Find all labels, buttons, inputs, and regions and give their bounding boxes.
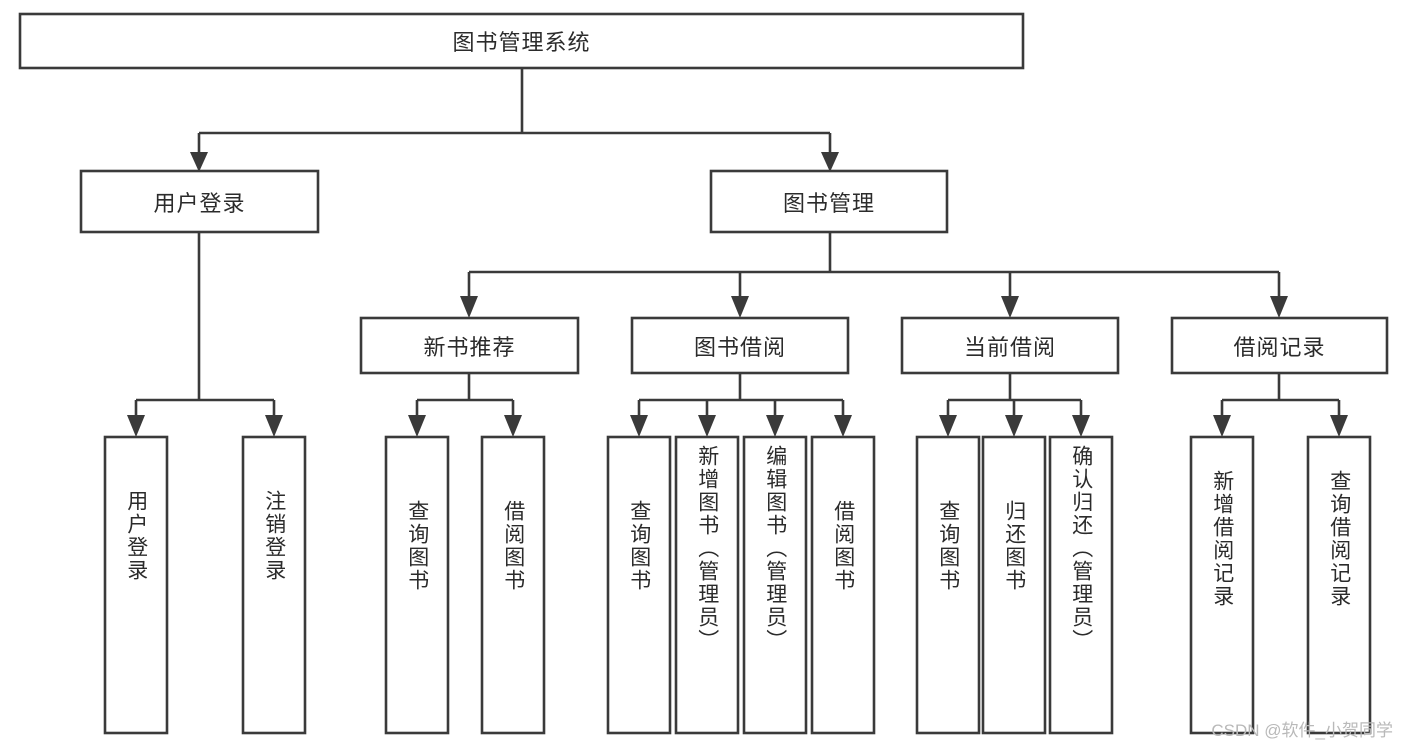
- node-leaf-query-record[interactable]: [1306, 435, 1372, 735]
- arrowhead-new-book-recommend: [460, 296, 478, 318]
- node-borrow-record[interactable]: [1170, 316, 1389, 375]
- node-leaf-query-book-2[interactable]: [606, 435, 672, 735]
- node-leaf-edit-book[interactable]: [742, 435, 808, 735]
- node-book-borrow[interactable]: [630, 316, 850, 375]
- node-book-management[interactable]: [709, 169, 949, 234]
- node-root-book-management-system[interactable]: [18, 12, 1025, 70]
- arrowhead-leaf-add-record: [1213, 415, 1231, 437]
- arrowhead-leaf-query-record: [1330, 415, 1348, 437]
- arrowhead-leaf-user-login: [127, 415, 145, 437]
- node-leaf-confirm-return[interactable]: [1048, 435, 1114, 735]
- node-leaf-return-book[interactable]: [981, 435, 1047, 735]
- node-new-book-recommend[interactable]: [359, 316, 580, 375]
- node-leaf-add-book[interactable]: [674, 435, 740, 735]
- arrowhead-user-login: [190, 152, 208, 172]
- arrowhead-leaf-borrow-book-2: [834, 415, 852, 437]
- arrowhead-borrow-record: [1270, 296, 1288, 318]
- arrowhead-leaf-return-book: [1005, 415, 1023, 437]
- node-leaf-user-login[interactable]: [103, 435, 169, 735]
- arrowhead-leaf-query-book-1: [408, 415, 426, 437]
- node-leaf-query-book-1[interactable]: [384, 435, 450, 735]
- node-current-borrow[interactable]: [900, 316, 1120, 375]
- arrowhead-leaf-user-logout: [265, 415, 283, 437]
- arrowhead-book-management: [821, 152, 839, 172]
- arrowhead-leaf-confirm-return: [1072, 415, 1090, 437]
- node-leaf-user-logout[interactable]: [241, 435, 307, 735]
- node-leaf-borrow-book-1[interactable]: [480, 435, 546, 735]
- arrowhead-current-borrow: [1001, 296, 1019, 318]
- arrowhead-leaf-add-book: [698, 415, 716, 437]
- arrowhead-book-borrow: [731, 296, 749, 318]
- node-user-login[interactable]: [79, 169, 320, 234]
- node-leaf-add-record[interactable]: [1189, 435, 1255, 735]
- arrowhead-leaf-borrow-book-1: [504, 415, 522, 437]
- arrowhead-leaf-query-book-2: [630, 415, 648, 437]
- arrowhead-leaf-edit-book: [766, 415, 784, 437]
- node-leaf-query-book-3[interactable]: [915, 435, 981, 735]
- node-leaf-borrow-book-2[interactable]: [810, 435, 876, 735]
- arrowhead-leaf-query-book-3: [939, 415, 957, 437]
